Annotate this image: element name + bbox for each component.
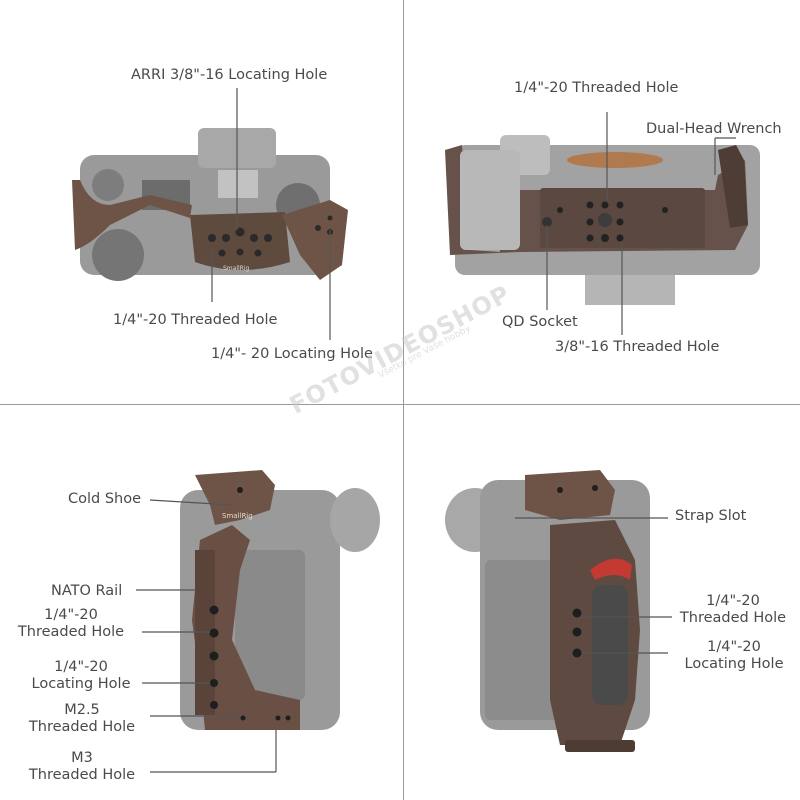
label-cold-shoe: Cold Shoe xyxy=(68,491,142,507)
label-threaded-hole-38: 3/8"-16 Threaded Hole xyxy=(555,339,720,355)
side-view-illustration: SmallRig xyxy=(136,470,380,773)
cage-logo-text: SmallRig xyxy=(222,512,253,520)
cage-left-arm xyxy=(72,180,192,250)
cage-top-plate xyxy=(190,212,290,270)
camera-grip-bottom xyxy=(585,275,675,305)
cage-side-frame xyxy=(192,525,300,730)
label-locating-hole: 1/4"-20 Locating Hole xyxy=(26,659,136,693)
camera-lens-dial xyxy=(92,229,144,281)
label-arri-locating-hole: ARRI 3/8"-16 Locating Hole xyxy=(131,67,328,83)
divider-horizontal xyxy=(0,404,800,405)
camera-side-door xyxy=(235,550,305,700)
panel-bottom-view: 1/4"-20 Threaded Hole Dual-Head Wrench Q… xyxy=(400,0,800,400)
panel-side-view: SmallRig Cold Shoe NATO Rail 1/4"-20 Thr… xyxy=(0,400,400,800)
panel-grip-view: Strap Slot 1/4"-20 Threaded Hole 1/4"-20… xyxy=(400,400,800,800)
label-m25-line1: M2.5 xyxy=(64,702,100,718)
qd-socket xyxy=(598,213,612,227)
camera-mode-dial xyxy=(92,169,124,201)
cage-logo-text: SmallRig xyxy=(223,265,250,272)
label-locating-hole-line1: 1/4"-20 xyxy=(54,659,108,675)
label-locating-hole-line2: Locating Hole xyxy=(684,656,784,672)
grip-base xyxy=(565,740,635,752)
qd-socket-side xyxy=(542,217,552,227)
label-threaded-hole: 1/4"-20 Threaded Hole xyxy=(13,607,129,641)
label-threaded-hole-line2: Threaded Hole xyxy=(679,610,787,626)
label-threaded-hole-line1: 1/4"-20 xyxy=(44,607,98,623)
camera-lens-mount xyxy=(567,152,663,168)
label-threaded-hole-line2: Threaded Hole xyxy=(17,624,125,640)
dual-head-wrench xyxy=(718,145,748,228)
label-locating-hole: 1/4"-20 Locating Hole xyxy=(677,639,791,673)
label-threaded-hole-line1: 1/4"-20 xyxy=(706,593,760,609)
grip-view-illustration xyxy=(445,470,672,752)
label-m3-threaded-hole: M3 Threaded Hole xyxy=(23,750,141,784)
label-locating-hole-line2: Locating Hole xyxy=(31,676,131,692)
panel-top-view: SmallRig ARRI 3/8"-16 Locating Hole 1/4"… xyxy=(0,0,400,400)
label-threaded-hole: 1/4"-20 Threaded Hole xyxy=(514,80,679,96)
label-strap-slot: Strap Slot xyxy=(675,508,747,524)
cold-shoe-mount xyxy=(195,470,275,525)
label-nato-rail: NATO Rail xyxy=(51,583,123,599)
divider-vertical xyxy=(403,0,404,800)
bottom-view-illustration xyxy=(445,112,760,335)
label-qd-socket: QD Socket xyxy=(502,314,578,330)
camera-side-panel xyxy=(485,560,565,720)
grip-rubber xyxy=(592,585,628,705)
top-view-illustration: SmallRig xyxy=(72,88,348,340)
battery-compartment xyxy=(460,150,520,250)
cage-top-bracket xyxy=(525,470,615,520)
label-m25-line2: Threaded Hole xyxy=(28,719,136,735)
label-m3-line1: M3 xyxy=(71,750,93,766)
label-m25-threaded-hole: M2.5 Threaded Hole xyxy=(23,702,141,736)
label-threaded-hole: 1/4"-20 Threaded Hole xyxy=(673,593,793,627)
label-m3-line2: Threaded Hole xyxy=(28,767,136,783)
label-locating-hole-line1: 1/4"-20 xyxy=(707,639,761,655)
cage-base-plate xyxy=(540,188,705,248)
label-threaded-hole: 1/4"-20 Threaded Hole xyxy=(113,312,278,328)
camera-hot-shoe xyxy=(218,170,258,198)
grip-red-accent xyxy=(590,558,632,580)
label-locating-hole: 1/4"- 20 Locating Hole xyxy=(211,346,373,362)
label-dual-head-wrench: Dual-Head Wrench xyxy=(646,121,782,137)
camera-eyecup xyxy=(330,488,380,552)
